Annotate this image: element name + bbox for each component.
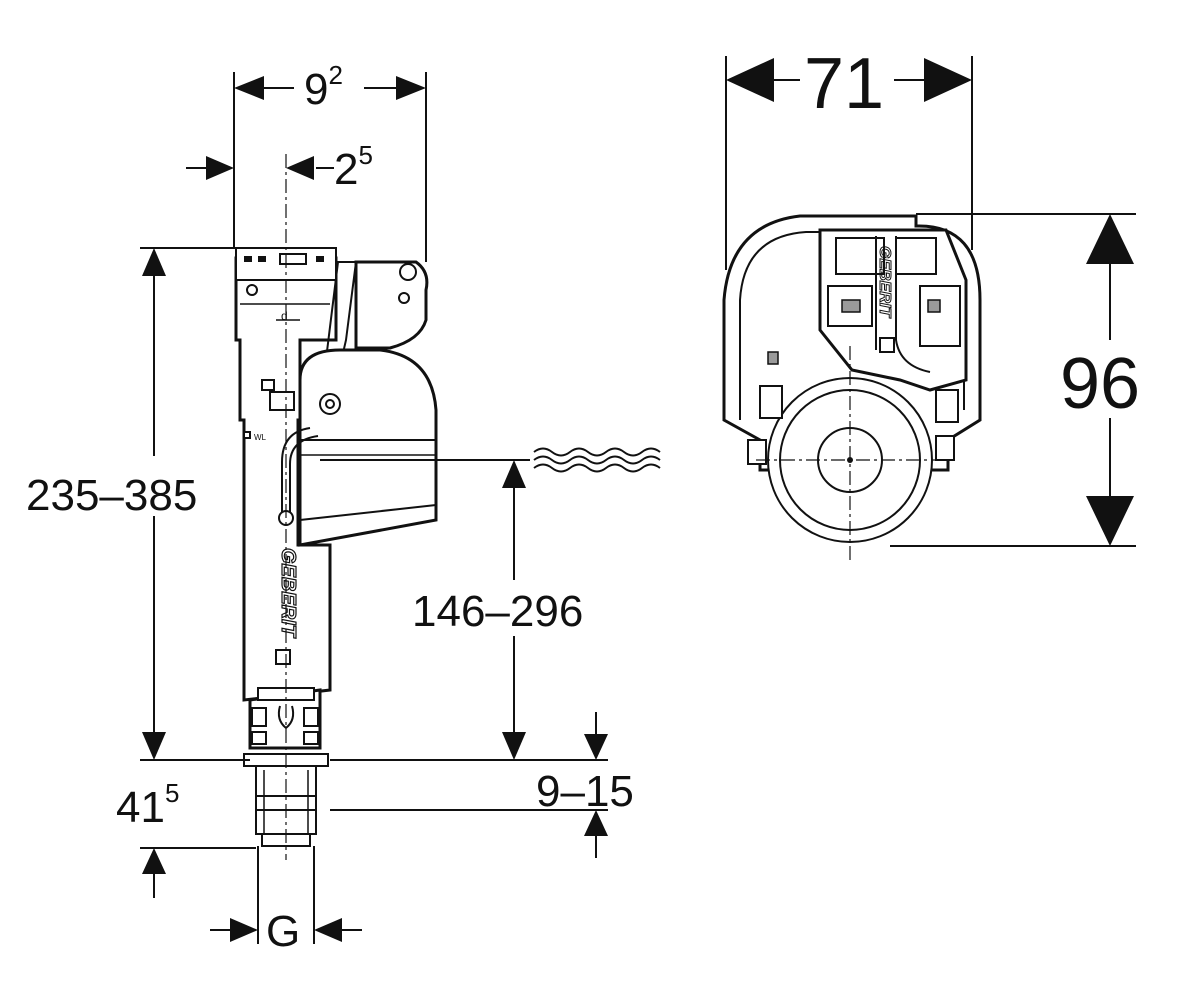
- fill-valve-side-view: GEBERIT: [722, 214, 982, 560]
- front-view-dimensions: 92 25 235–385 146–296 9–15 415: [26, 60, 634, 956]
- dim-side-width: 71: [804, 44, 884, 124]
- dim-side-height: 96: [1060, 344, 1140, 424]
- dim-offset-left: 25: [334, 140, 373, 194]
- dim-thread-label: G: [266, 907, 300, 956]
- wl-marking: WL: [254, 433, 267, 442]
- brand-label-front: GEBERIT: [277, 548, 299, 639]
- side-view-dimensions: 71 96: [725, 44, 1140, 547]
- dim-bottom-height: 415: [116, 778, 179, 832]
- float-cup: [298, 348, 438, 547]
- fill-valve-front-view: d WL GEBERIT: [234, 154, 438, 860]
- dim-height-range: 235–385: [26, 471, 197, 520]
- dim-water-level-range: 146–296: [412, 587, 583, 636]
- dim-thread-range: 9–15: [536, 767, 634, 816]
- water-level-waves: [533, 447, 661, 473]
- refill-tube: [281, 427, 311, 512]
- valve-nozzle: [354, 260, 429, 350]
- svg-text:d: d: [281, 309, 288, 323]
- dim-width-top: 92: [304, 60, 343, 114]
- brand-label-side: GEBERIT: [876, 246, 893, 318]
